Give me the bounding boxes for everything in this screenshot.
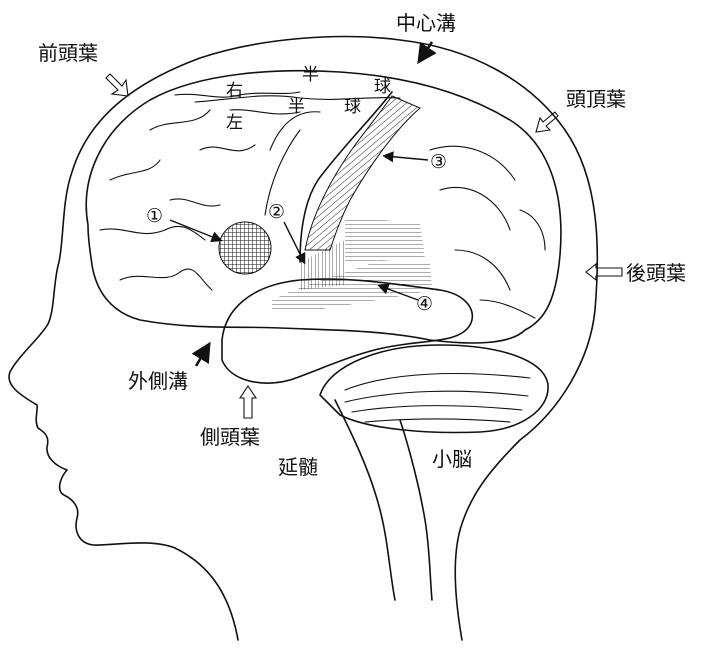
area-4-number: ④ — [416, 293, 433, 315]
area-2-number: ② — [268, 201, 285, 223]
right-hemisphere-char-2: 半 — [302, 65, 319, 85]
left-hemisphere-char-3: 球 — [344, 97, 361, 117]
lateral-sulcus-label: 外側溝 — [128, 369, 188, 393]
occipital-lobe-label: 後頭葉 — [626, 261, 686, 285]
area-1-number: ① — [146, 205, 163, 227]
frontal-lobe-arrow-icon — [106, 74, 128, 96]
area-3-number: ③ — [430, 151, 447, 173]
cerebellum — [320, 345, 548, 432]
right-hemisphere-char-3: 球 — [374, 77, 391, 97]
frontal-lobe-label: 前頭葉 — [38, 41, 98, 65]
right-hemisphere-char-1: 右 — [226, 81, 243, 101]
area-3-arrow-icon — [385, 156, 428, 160]
parietal-lobe-arrow-icon — [536, 112, 558, 132]
lateral-sulcus-arrow-icon — [196, 346, 208, 366]
central-sulcus-label: 中心溝 — [396, 11, 456, 35]
area-4-upper-region — [345, 218, 425, 262]
area-1-region — [219, 222, 271, 274]
area-4-region — [272, 260, 432, 312]
left-hemisphere-char-2: 半 — [288, 97, 305, 117]
left-hemisphere-char-1: 左 — [226, 113, 243, 133]
temporal-lobe-label: 側頭葉 — [200, 425, 260, 449]
medulla-label: 延髄 — [278, 455, 318, 479]
temporal-lobe-arrow-icon — [240, 386, 256, 418]
cerebellum-label: 小脳 — [432, 447, 472, 471]
parietal-lobe-label: 頭頂葉 — [566, 87, 626, 111]
occipital-lobe-arrow-icon — [586, 264, 622, 280]
brainstem — [335, 400, 432, 600]
area-1-arrow-icon — [170, 220, 220, 240]
